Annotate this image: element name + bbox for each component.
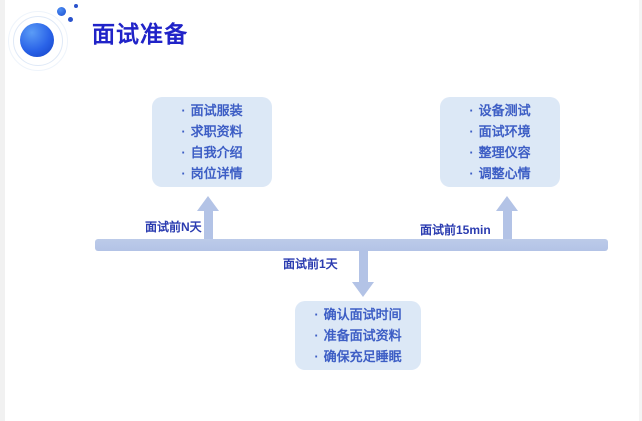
bullet: ·	[469, 103, 474, 118]
down-arrow-1-day	[352, 251, 374, 297]
bullet: ·	[181, 166, 186, 181]
bullet: ·	[469, 145, 474, 160]
list-item: · 整理仪容	[469, 142, 530, 163]
list-item: · 求职资料	[181, 121, 242, 142]
list-item-label: 调整心情	[478, 166, 531, 181]
list-item: · 确认面试时间	[314, 304, 401, 325]
list-item-label: 确认面试时间	[323, 307, 402, 322]
bullet: ·	[314, 349, 319, 364]
up-arrow-15min	[496, 196, 518, 239]
up-arrow-n-days	[197, 196, 219, 239]
list-item-label: 自我介绍	[190, 145, 243, 160]
list-item-label: 设备测试	[478, 103, 531, 118]
list-item: · 岗位详情	[181, 163, 242, 184]
right-edge-strip	[639, 0, 642, 421]
list-item: · 准备面试资料	[314, 325, 401, 346]
list-item: · 设备测试	[469, 100, 530, 121]
left-edge-strip	[0, 0, 5, 421]
list-item-label: 岗位详情	[190, 166, 243, 181]
arrowhead-up-icon	[197, 196, 219, 211]
list-item: · 面试环境	[469, 121, 530, 142]
bullet: ·	[469, 166, 474, 181]
arrow-shaft	[358, 251, 368, 282]
list-item-label: 确保充足睡眠	[323, 349, 402, 364]
checklist-box-15min: · 设备测试 · 面试环境 · 整理仪容 · 调整心情	[440, 97, 560, 187]
milestone-label-15min: 面试前15min	[420, 223, 491, 237]
bullet: ·	[181, 124, 186, 139]
logo-dot-tiny	[74, 4, 78, 8]
list-item: · 确保充足睡眠	[314, 346, 401, 367]
bullet: ·	[181, 103, 186, 118]
list-item-label: 求职资料	[190, 124, 243, 139]
logo-dot-small	[68, 17, 73, 22]
milestone-label-n-days: 面试前N天	[145, 220, 202, 234]
logo-sphere	[20, 23, 54, 57]
page-title: 面试准备	[92, 21, 188, 47]
bullet: ·	[314, 307, 319, 322]
list-item: · 调整心情	[469, 163, 530, 184]
list-item-label: 面试服装	[190, 103, 243, 118]
logo-dot-large	[57, 7, 66, 16]
logo-inner-ring	[13, 16, 63, 66]
logo-outer-ring	[8, 11, 68, 71]
checklist-box-n-days: · 面试服装 · 求职资料 · 自我介绍 · 岗位详情	[152, 97, 272, 187]
list-item-label: 整理仪容	[478, 145, 531, 160]
bullet: ·	[469, 124, 474, 139]
blue-sphere-logo-icon	[0, 0, 90, 71]
arrow-shaft	[502, 211, 512, 239]
timeline-bar	[95, 239, 608, 251]
list-item: · 面试服装	[181, 100, 242, 121]
arrow-shaft	[203, 211, 213, 239]
arrowhead-down-icon	[352, 282, 374, 297]
bullet: ·	[314, 328, 319, 343]
bullet: ·	[181, 145, 186, 160]
list-item-label: 准备面试资料	[323, 328, 402, 343]
checklist-box-1-day: · 确认面试时间 · 准备面试资料 · 确保充足睡眠	[295, 301, 421, 370]
list-item: · 自我介绍	[181, 142, 242, 163]
milestone-label-1-day: 面试前1天	[283, 257, 338, 271]
list-item-label: 面试环境	[478, 124, 531, 139]
arrowhead-up-icon	[496, 196, 518, 211]
